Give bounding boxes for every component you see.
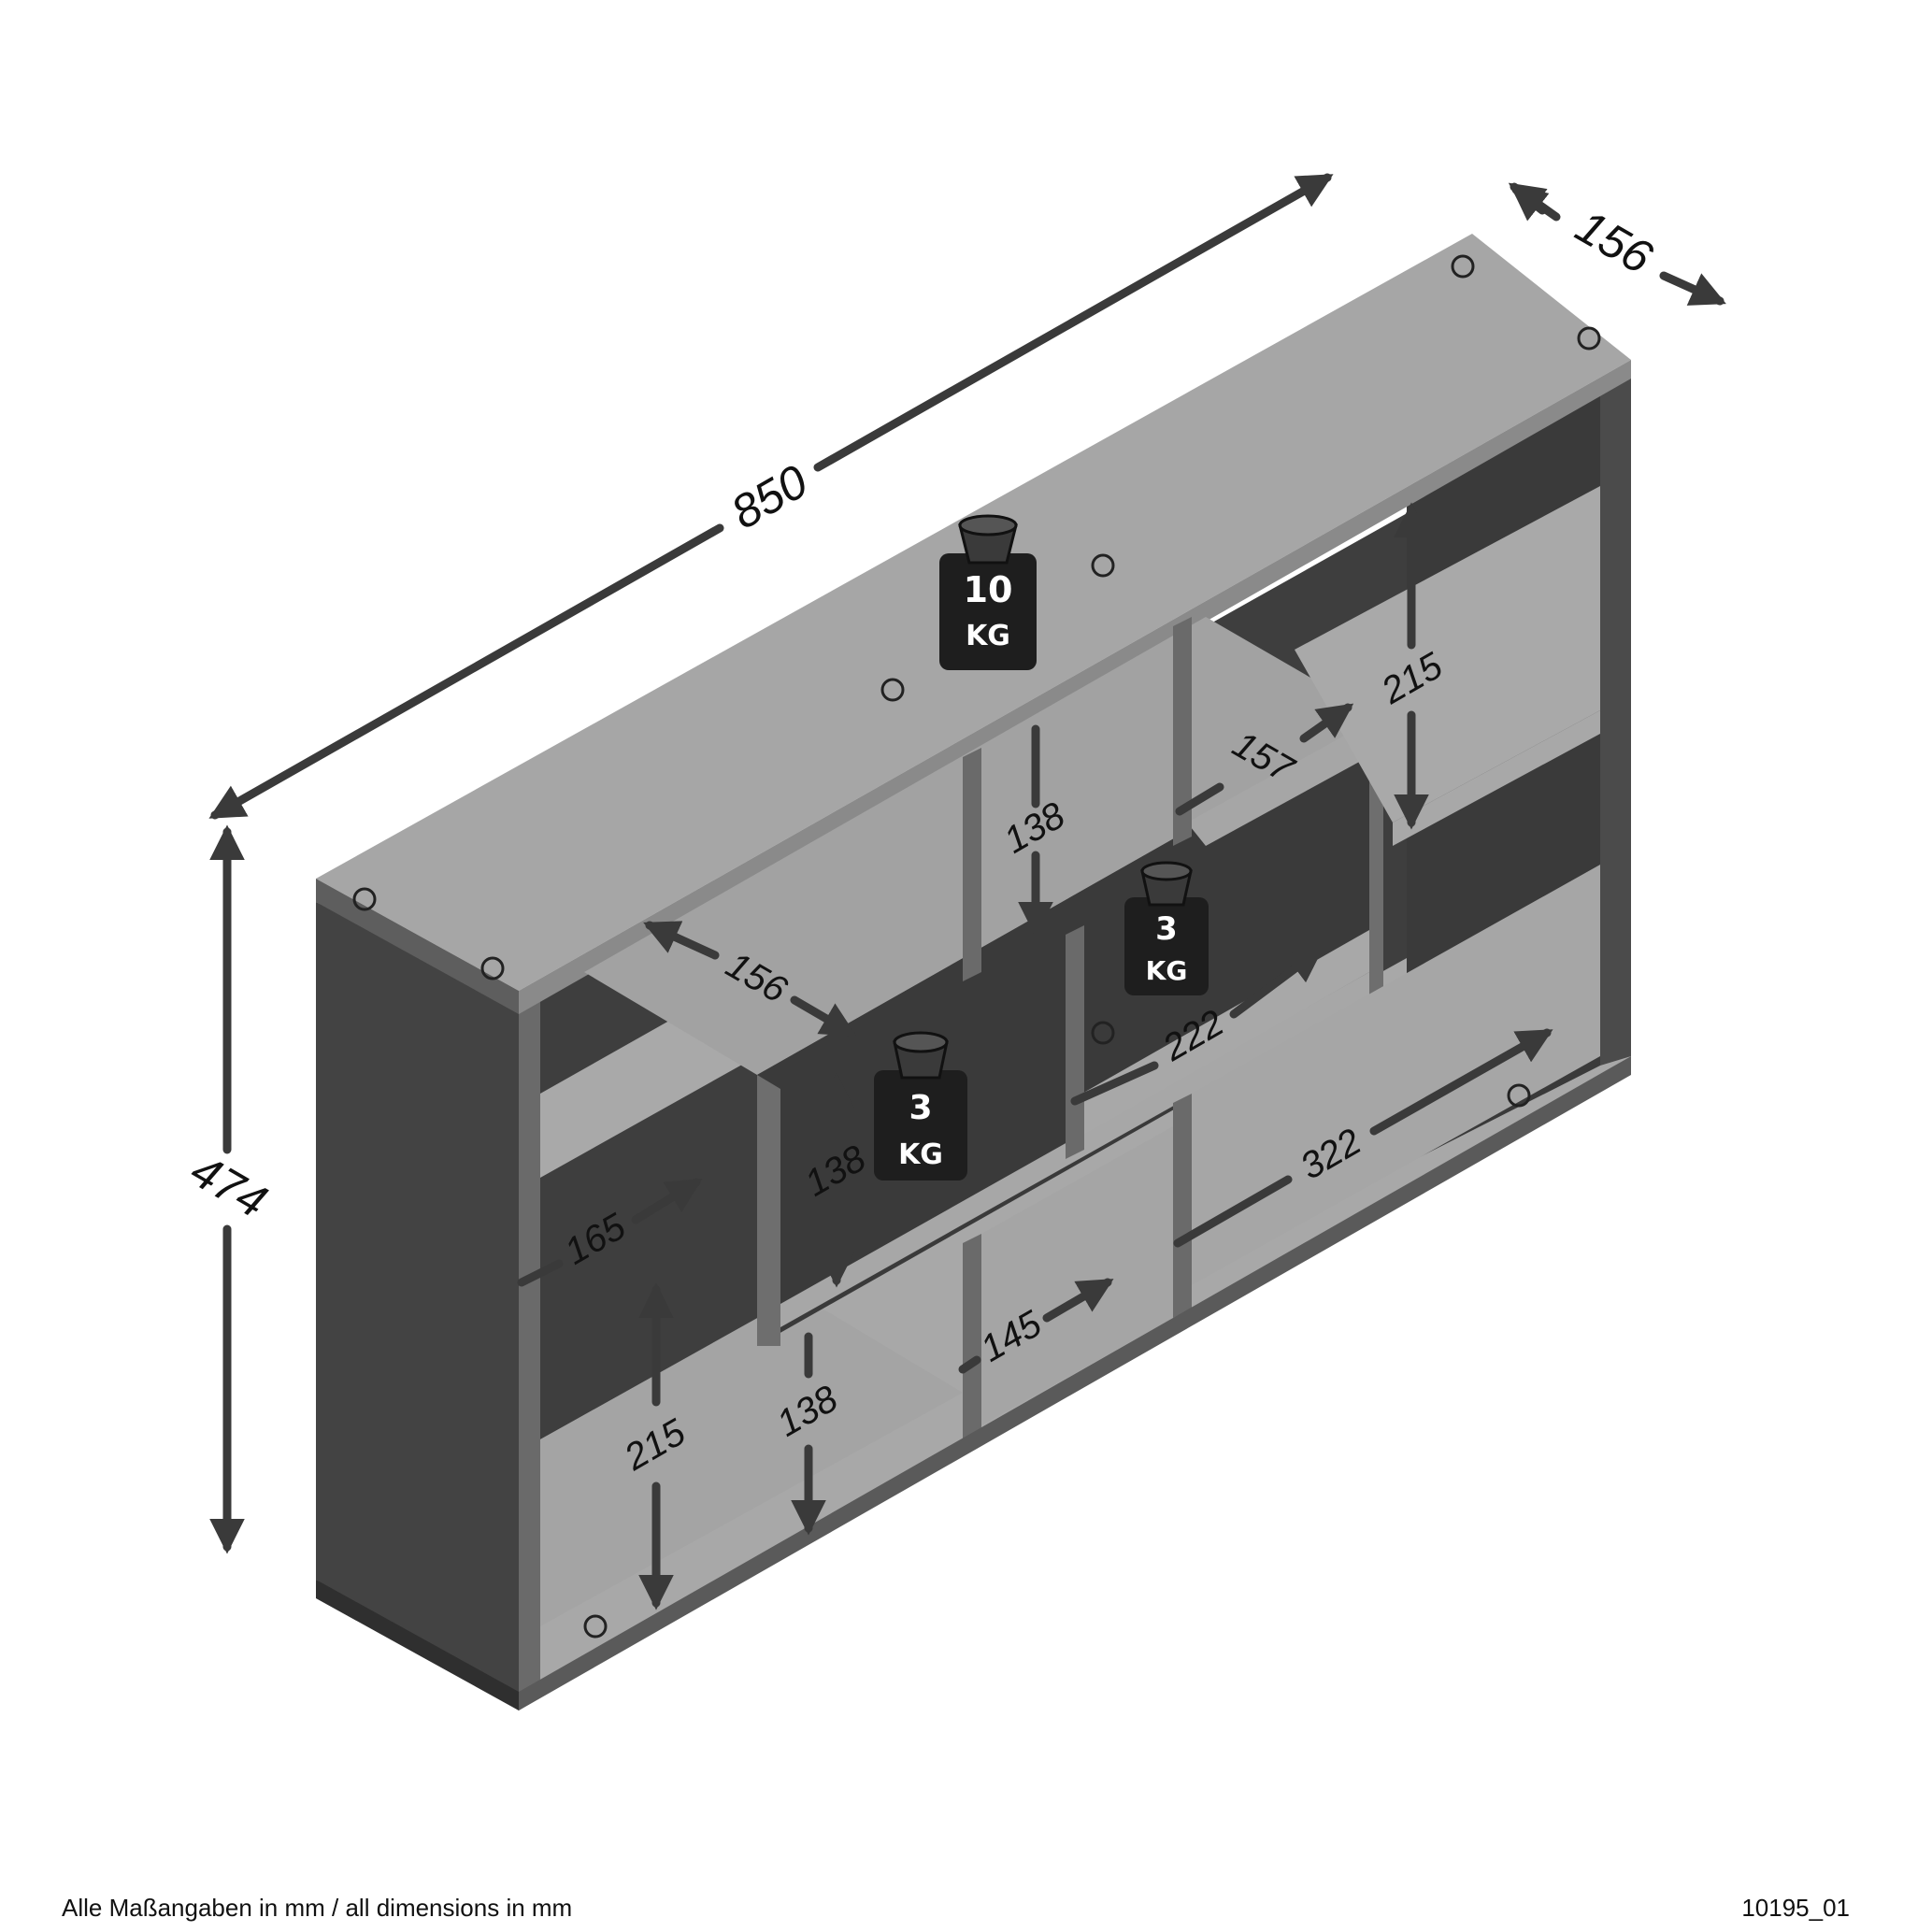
screw-hole (1091, 553, 1115, 578)
dim-depth-label: 156 (1567, 200, 1661, 284)
weight-middle-unit: KG (1146, 955, 1188, 986)
width-arrow-left (208, 523, 724, 820)
screw-hole (1451, 254, 1475, 279)
dim-width-label: 850 (723, 455, 816, 539)
weight-lower-unit: KG (898, 1138, 943, 1171)
right-side-board (1600, 374, 1631, 1066)
inner-floor-222 (1066, 930, 1369, 1145)
article-code: 10195_01 (1741, 1894, 1850, 1922)
inner-divider-mid (1066, 925, 1084, 1159)
inner-157-left (1175, 782, 1224, 816)
top-board-front-edge (316, 879, 519, 1014)
weight-middle-icon: 3 KG (1124, 861, 1209, 995)
screw-hole (880, 678, 905, 702)
inner-157-right (1299, 703, 1354, 743)
inner-222-left (1070, 1061, 1159, 1106)
lower-middle-floor (981, 1126, 1173, 1425)
divider-b (963, 1234, 981, 1449)
lower-right-floor (1192, 865, 1600, 1285)
inner-322-left (1173, 1175, 1293, 1248)
inner-222-right (1229, 947, 1324, 1019)
weight-top-unit: KG (966, 620, 1010, 652)
weight-top-value: 10 (964, 569, 1013, 610)
weight-lower-icon: 3 KG (874, 1031, 967, 1181)
left-side-board (316, 902, 519, 1710)
offset-box-left-edge (757, 1075, 780, 1346)
left-shelf-floor (540, 1000, 757, 1178)
screw-hole (352, 887, 377, 911)
inner-145-right (1042, 1278, 1114, 1323)
dim-height-label: 474 (182, 1144, 276, 1228)
screw-holes (352, 254, 1601, 1639)
right-upper-back (1295, 486, 1600, 823)
depth-arrow-right (1659, 271, 1726, 306)
bottom-front-edge (316, 1580, 519, 1710)
left-side-edge (519, 1000, 540, 1710)
weight-middle-value: 3 (1155, 910, 1178, 948)
weight-lower-value: 3 (909, 1089, 932, 1127)
screw-hole (1577, 326, 1601, 351)
upper-right-divider (1173, 617, 1192, 846)
depth-arrow-left-b (1510, 185, 1550, 222)
inner-145-left (958, 1355, 981, 1374)
screw-hole (480, 956, 505, 980)
divider-a (963, 748, 981, 981)
weight-top-icon: 10 KG (939, 514, 1037, 670)
width-arrow-right (813, 173, 1334, 472)
left-lower-floor (540, 1295, 963, 1626)
screw-hole (1091, 1021, 1115, 1045)
shelf-body (316, 234, 1631, 1710)
screw-hole (583, 1614, 608, 1639)
inner-156-left (643, 921, 720, 960)
divider-c (1173, 1094, 1192, 1318)
inner-165-right (631, 1178, 703, 1224)
right-upper-floor (1393, 710, 1600, 846)
units-note: Alle Maßangaben in mm / all dimensions i… (62, 1894, 573, 1922)
inner-156-right (790, 995, 857, 1038)
upper-right-floor (1187, 724, 1402, 846)
screw-hole (1507, 1083, 1531, 1108)
bottom-side-edge (519, 1056, 1631, 1710)
inner-165-left (517, 1259, 564, 1287)
inner-322-right (1369, 1028, 1553, 1136)
dimension-arrows (208, 173, 1726, 1610)
